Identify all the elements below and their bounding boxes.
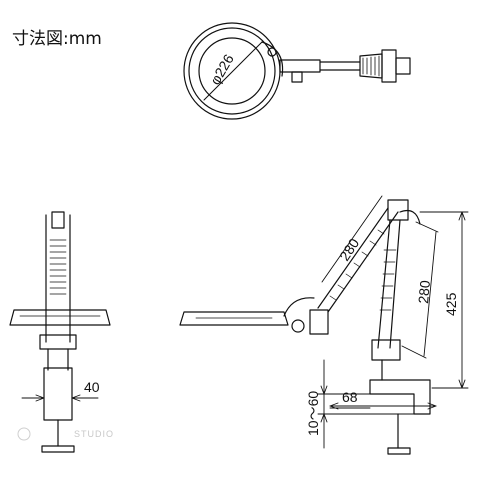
lower-arm-ext-bottom — [401, 345, 427, 359]
lens-diameter-line — [203, 41, 263, 101]
clamp-depth-arrows — [35, 394, 81, 402]
base-knob — [395, 57, 411, 75]
lens-head-inner — [188, 27, 276, 115]
joint-knob — [291, 71, 303, 83]
upper-arm-spring — [329, 229, 385, 301]
side-lamp-head — [179, 311, 289, 326]
range-dim-label: 10～60 — [305, 391, 321, 436]
height-dim-label: 425 — [443, 292, 459, 316]
front-spring — [49, 239, 67, 295]
side-clamp-pad — [387, 447, 411, 455]
side-handle-arc — [283, 297, 315, 317]
front-clamp-pad — [41, 445, 75, 453]
top-view: φ226 — [183, 22, 411, 120]
side-base-joint — [371, 339, 401, 361]
side-clamp-body — [369, 379, 431, 415]
upper-arm-edge-2 — [327, 211, 399, 313]
upper-arm-edge-1 — [317, 207, 389, 309]
spring-coils — [362, 55, 380, 77]
height-dim-arrows — [458, 211, 466, 389]
range-dim-arrows — [320, 385, 328, 423]
side-head-joint — [309, 309, 329, 335]
reach-dim-label: 68 — [342, 389, 358, 405]
upper-arm-dim-label: 280 — [336, 235, 362, 263]
base-joint — [381, 49, 397, 83]
watermark: STUDIO — [17, 427, 114, 441]
watermark-logo-icon — [17, 427, 31, 441]
reach-dim-arrows — [329, 402, 437, 410]
lower-arm-edge-1 — [377, 219, 391, 349]
upper-arm-dim-line — [321, 195, 383, 283]
elbow-joint — [387, 199, 409, 221]
watermark-text: STUDIO — [74, 429, 114, 439]
front-lamp-head — [9, 309, 111, 326]
lower-arm-dim-line — [423, 231, 437, 357]
lower-arm-dim-label: 280 — [415, 279, 433, 304]
lower-arm-edge-2 — [389, 219, 401, 349]
lens-glass — [198, 37, 266, 105]
front-clamp-body — [43, 367, 73, 421]
side-view: 280 280 425 68 10～60 — [179, 195, 469, 455]
handle-pivot — [267, 47, 277, 57]
drawing-title: 寸法図:mm — [12, 29, 102, 49]
front-joint — [39, 334, 77, 350]
lower-arm-spring — [379, 249, 397, 311]
front-arm-top-cap — [51, 211, 65, 229]
front-view: 40 — [9, 211, 111, 453]
lens-diameter-label: φ226 — [207, 51, 237, 87]
side-knob — [291, 319, 305, 333]
head-joint — [279, 59, 321, 73]
clamp-depth-label: 40 — [84, 379, 100, 395]
elbow-link — [399, 209, 421, 225]
lower-arm-ext-top — [415, 221, 439, 233]
